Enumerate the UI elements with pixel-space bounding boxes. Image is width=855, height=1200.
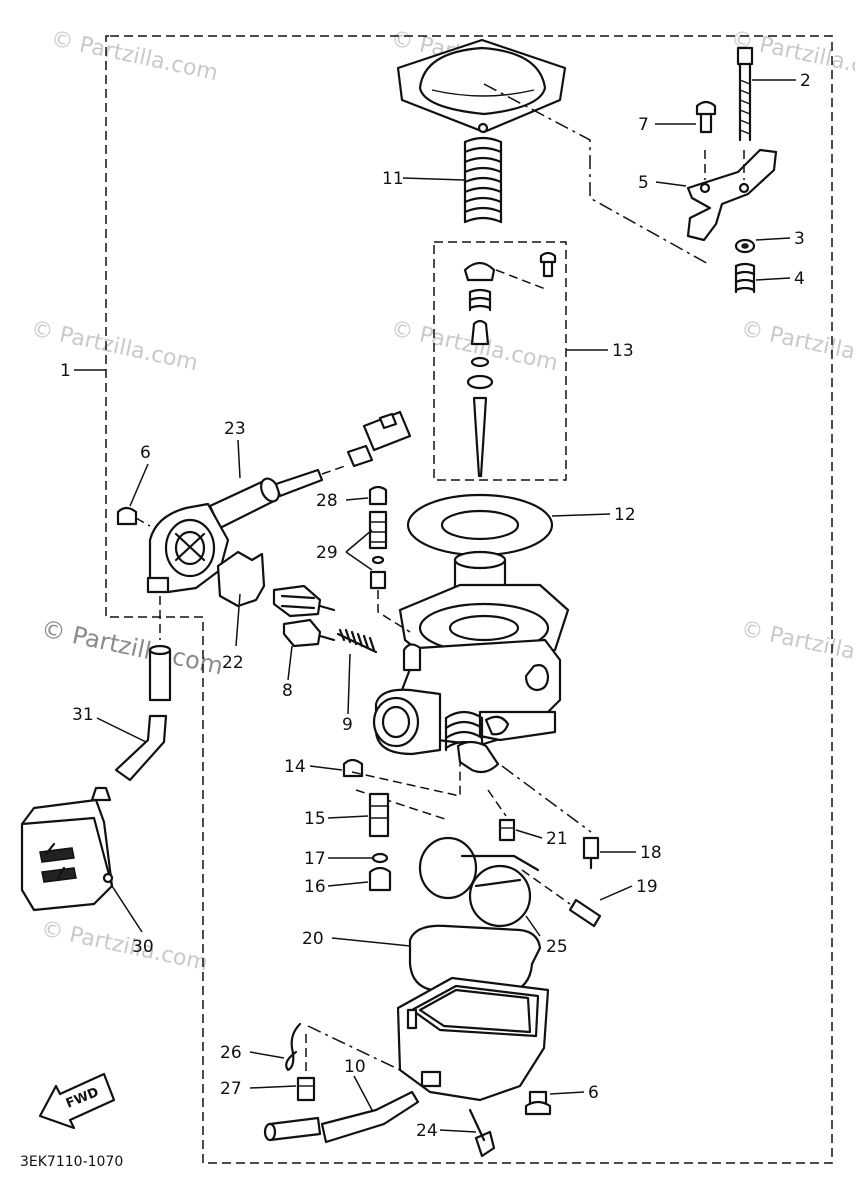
callout-10: 10 xyxy=(344,1057,366,1077)
part-18 xyxy=(501,765,600,870)
part-screw-7 xyxy=(695,100,717,134)
part-17 xyxy=(371,852,389,864)
callout-30: 30 xyxy=(132,937,154,957)
callout-25: 25 xyxy=(546,937,568,957)
part-clip-26 xyxy=(285,1022,302,1072)
callout-20: 20 xyxy=(302,929,324,949)
callout-1: 1 xyxy=(60,361,71,381)
part-14 xyxy=(342,758,364,778)
part-hose-10 xyxy=(263,1090,420,1144)
part-hose-upper xyxy=(148,596,172,702)
part-float-25 xyxy=(418,836,540,928)
part-float-bowl xyxy=(396,976,550,1102)
callout-7: 7 xyxy=(638,115,649,135)
leader-dash xyxy=(351,762,461,821)
part-group-13 xyxy=(463,251,557,478)
part-gasket-20 xyxy=(408,924,542,996)
part-hose-31 xyxy=(114,714,168,782)
bowl-centerline xyxy=(307,1025,401,1071)
part-carburetor-body xyxy=(372,583,570,774)
part-adjuster-screw-2 xyxy=(736,46,754,142)
part-8 xyxy=(272,584,336,648)
callout-24: 24 xyxy=(416,1121,438,1141)
fwd-arrow-icon: FWD xyxy=(38,1072,116,1130)
callout-11: 11 xyxy=(382,169,404,189)
callout-19: 19 xyxy=(636,877,658,897)
callout-21: 21 xyxy=(546,829,568,849)
callout-5: 5 xyxy=(638,173,649,193)
callout-14: 14 xyxy=(284,757,306,777)
assembly-outline xyxy=(105,35,833,1164)
part-16 xyxy=(368,866,392,892)
callout-13: 13 xyxy=(612,341,634,361)
part-starter-23 xyxy=(146,410,412,594)
callout-16: 16 xyxy=(304,877,326,897)
watermark: © Partzilla.com xyxy=(39,916,210,976)
part-diaphragm-12 xyxy=(406,493,554,614)
part-spring-4 xyxy=(734,262,756,294)
part-chamber-cover xyxy=(396,38,567,134)
callout-29: 29 xyxy=(316,543,338,563)
callout-22: 22 xyxy=(222,653,244,673)
watermark: © Partzilla.com xyxy=(739,616,855,676)
part-screw-6-bottom xyxy=(524,1090,552,1116)
part-27 xyxy=(296,1034,316,1102)
watermark: © Partzilla.com xyxy=(29,316,200,376)
part-21 xyxy=(487,789,516,842)
callout-12: 12 xyxy=(614,505,636,525)
callout-23: 23 xyxy=(224,419,246,439)
part-spring-9 xyxy=(336,628,378,654)
callout-8: 8 xyxy=(282,681,293,701)
callout-15: 15 xyxy=(304,809,326,829)
part-gasket-22 xyxy=(216,550,266,608)
part-washer-3 xyxy=(734,238,756,254)
callout-28: 28 xyxy=(316,491,338,511)
callout-18: 18 xyxy=(640,843,662,863)
watermark-main: © Partzilla.com xyxy=(39,614,226,680)
callout-labels: 1 2 3 4 5 6 6 7 8 9 10 11 12 13 14 15 16… xyxy=(60,71,811,1141)
callout-6-bottom: 6 xyxy=(588,1083,599,1103)
part-screw-6-top xyxy=(116,506,151,527)
part-pin-19 xyxy=(521,869,602,928)
callout-3: 3 xyxy=(794,229,805,249)
watermark: © Partzilla.com xyxy=(739,316,855,376)
callout-9: 9 xyxy=(342,715,353,735)
callout-31: 31 xyxy=(72,705,94,725)
part-29 xyxy=(368,510,411,633)
part-15 xyxy=(368,792,390,838)
callout-27: 27 xyxy=(220,1079,242,1099)
part-bracket-5 xyxy=(686,148,778,242)
callout-2: 2 xyxy=(800,71,811,91)
part-spring-11 xyxy=(463,136,503,224)
part-24 xyxy=(468,1108,496,1158)
centerline xyxy=(483,83,711,266)
part-code: 3EK7110-1070 xyxy=(20,1154,123,1170)
callout-4: 4 xyxy=(794,269,805,289)
group-13-outline xyxy=(433,241,567,481)
callout-6-top: 6 xyxy=(140,443,151,463)
callout-17: 17 xyxy=(304,849,326,869)
callout-26: 26 xyxy=(220,1043,242,1063)
leader-lines xyxy=(74,79,796,1133)
part-28 xyxy=(368,485,388,506)
part-box-30 xyxy=(20,786,114,912)
